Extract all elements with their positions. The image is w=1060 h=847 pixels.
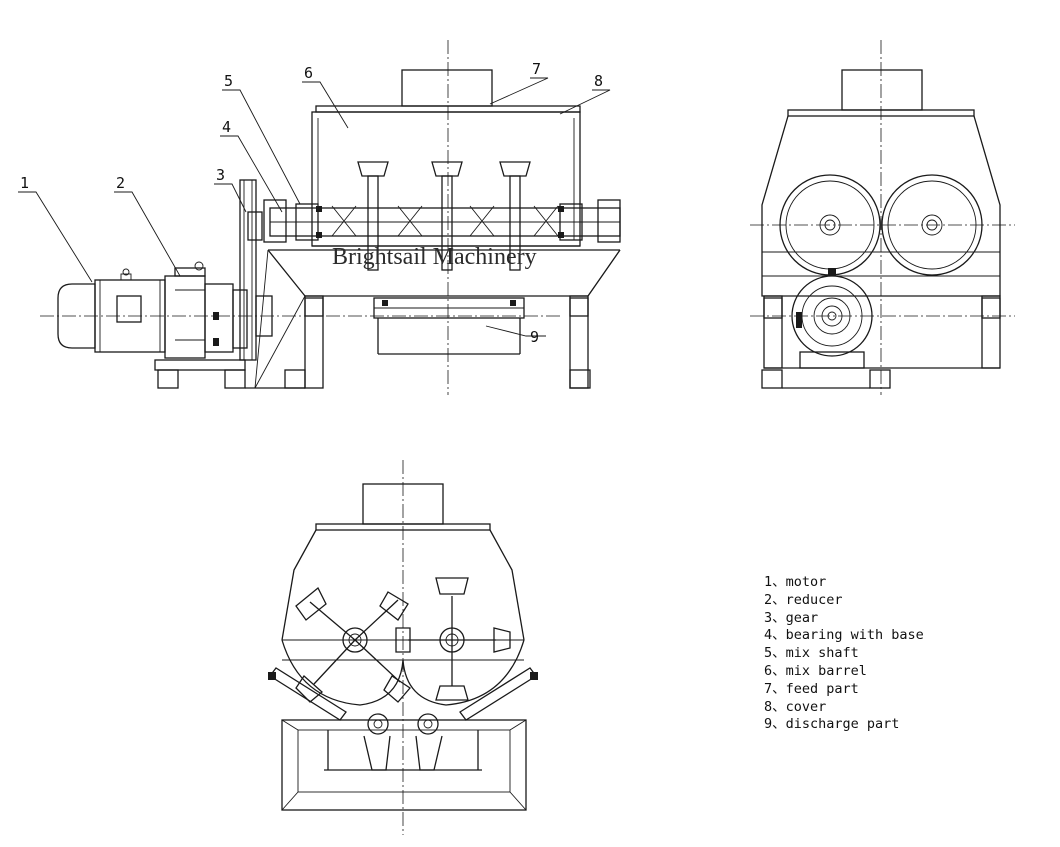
parts-legend: 1、motor 2、reducer 3、gear 4、bearing with … (764, 574, 924, 734)
callout-8: 8 (594, 72, 603, 90)
gear (239, 179, 273, 361)
legend-item: 6、mix barrel (764, 662, 867, 679)
end-view (268, 460, 538, 835)
watermark: Brightsail Machinery (332, 244, 537, 270)
legend-item: 9、discharge part (764, 716, 900, 733)
reducer (164, 261, 248, 359)
feed-part (401, 69, 493, 107)
motor (57, 268, 166, 353)
front-view: 1 2 3 4 5 6 7 8 9 Brightsail Machinery (18, 40, 621, 395)
callout-2: 2 (116, 174, 125, 192)
callout-3: 3 (216, 166, 225, 184)
legend-item: 8、cover (764, 698, 827, 715)
callout-7: 7 (532, 60, 541, 78)
callout-6: 6 (304, 64, 313, 82)
legend-item: 5、mix shaft (764, 645, 859, 662)
callout-5: 5 (224, 72, 233, 90)
paddles (357, 161, 531, 271)
side-view (750, 40, 1015, 395)
discharge-part (373, 297, 525, 355)
callout-1: 1 (20, 174, 29, 192)
legend-item: 3、gear (764, 609, 819, 626)
legend-item: 2、reducer (764, 591, 843, 608)
callout-leaders (18, 77, 611, 337)
legend-item: 7、feed part (764, 680, 859, 697)
legend-item: 4、bearing with base (764, 627, 924, 644)
base-frame (154, 249, 621, 389)
callout-9: 9 (530, 328, 539, 346)
legend-item: 1、motor (764, 574, 827, 590)
mix-shaft (263, 199, 621, 243)
callout-4: 4 (222, 118, 231, 136)
